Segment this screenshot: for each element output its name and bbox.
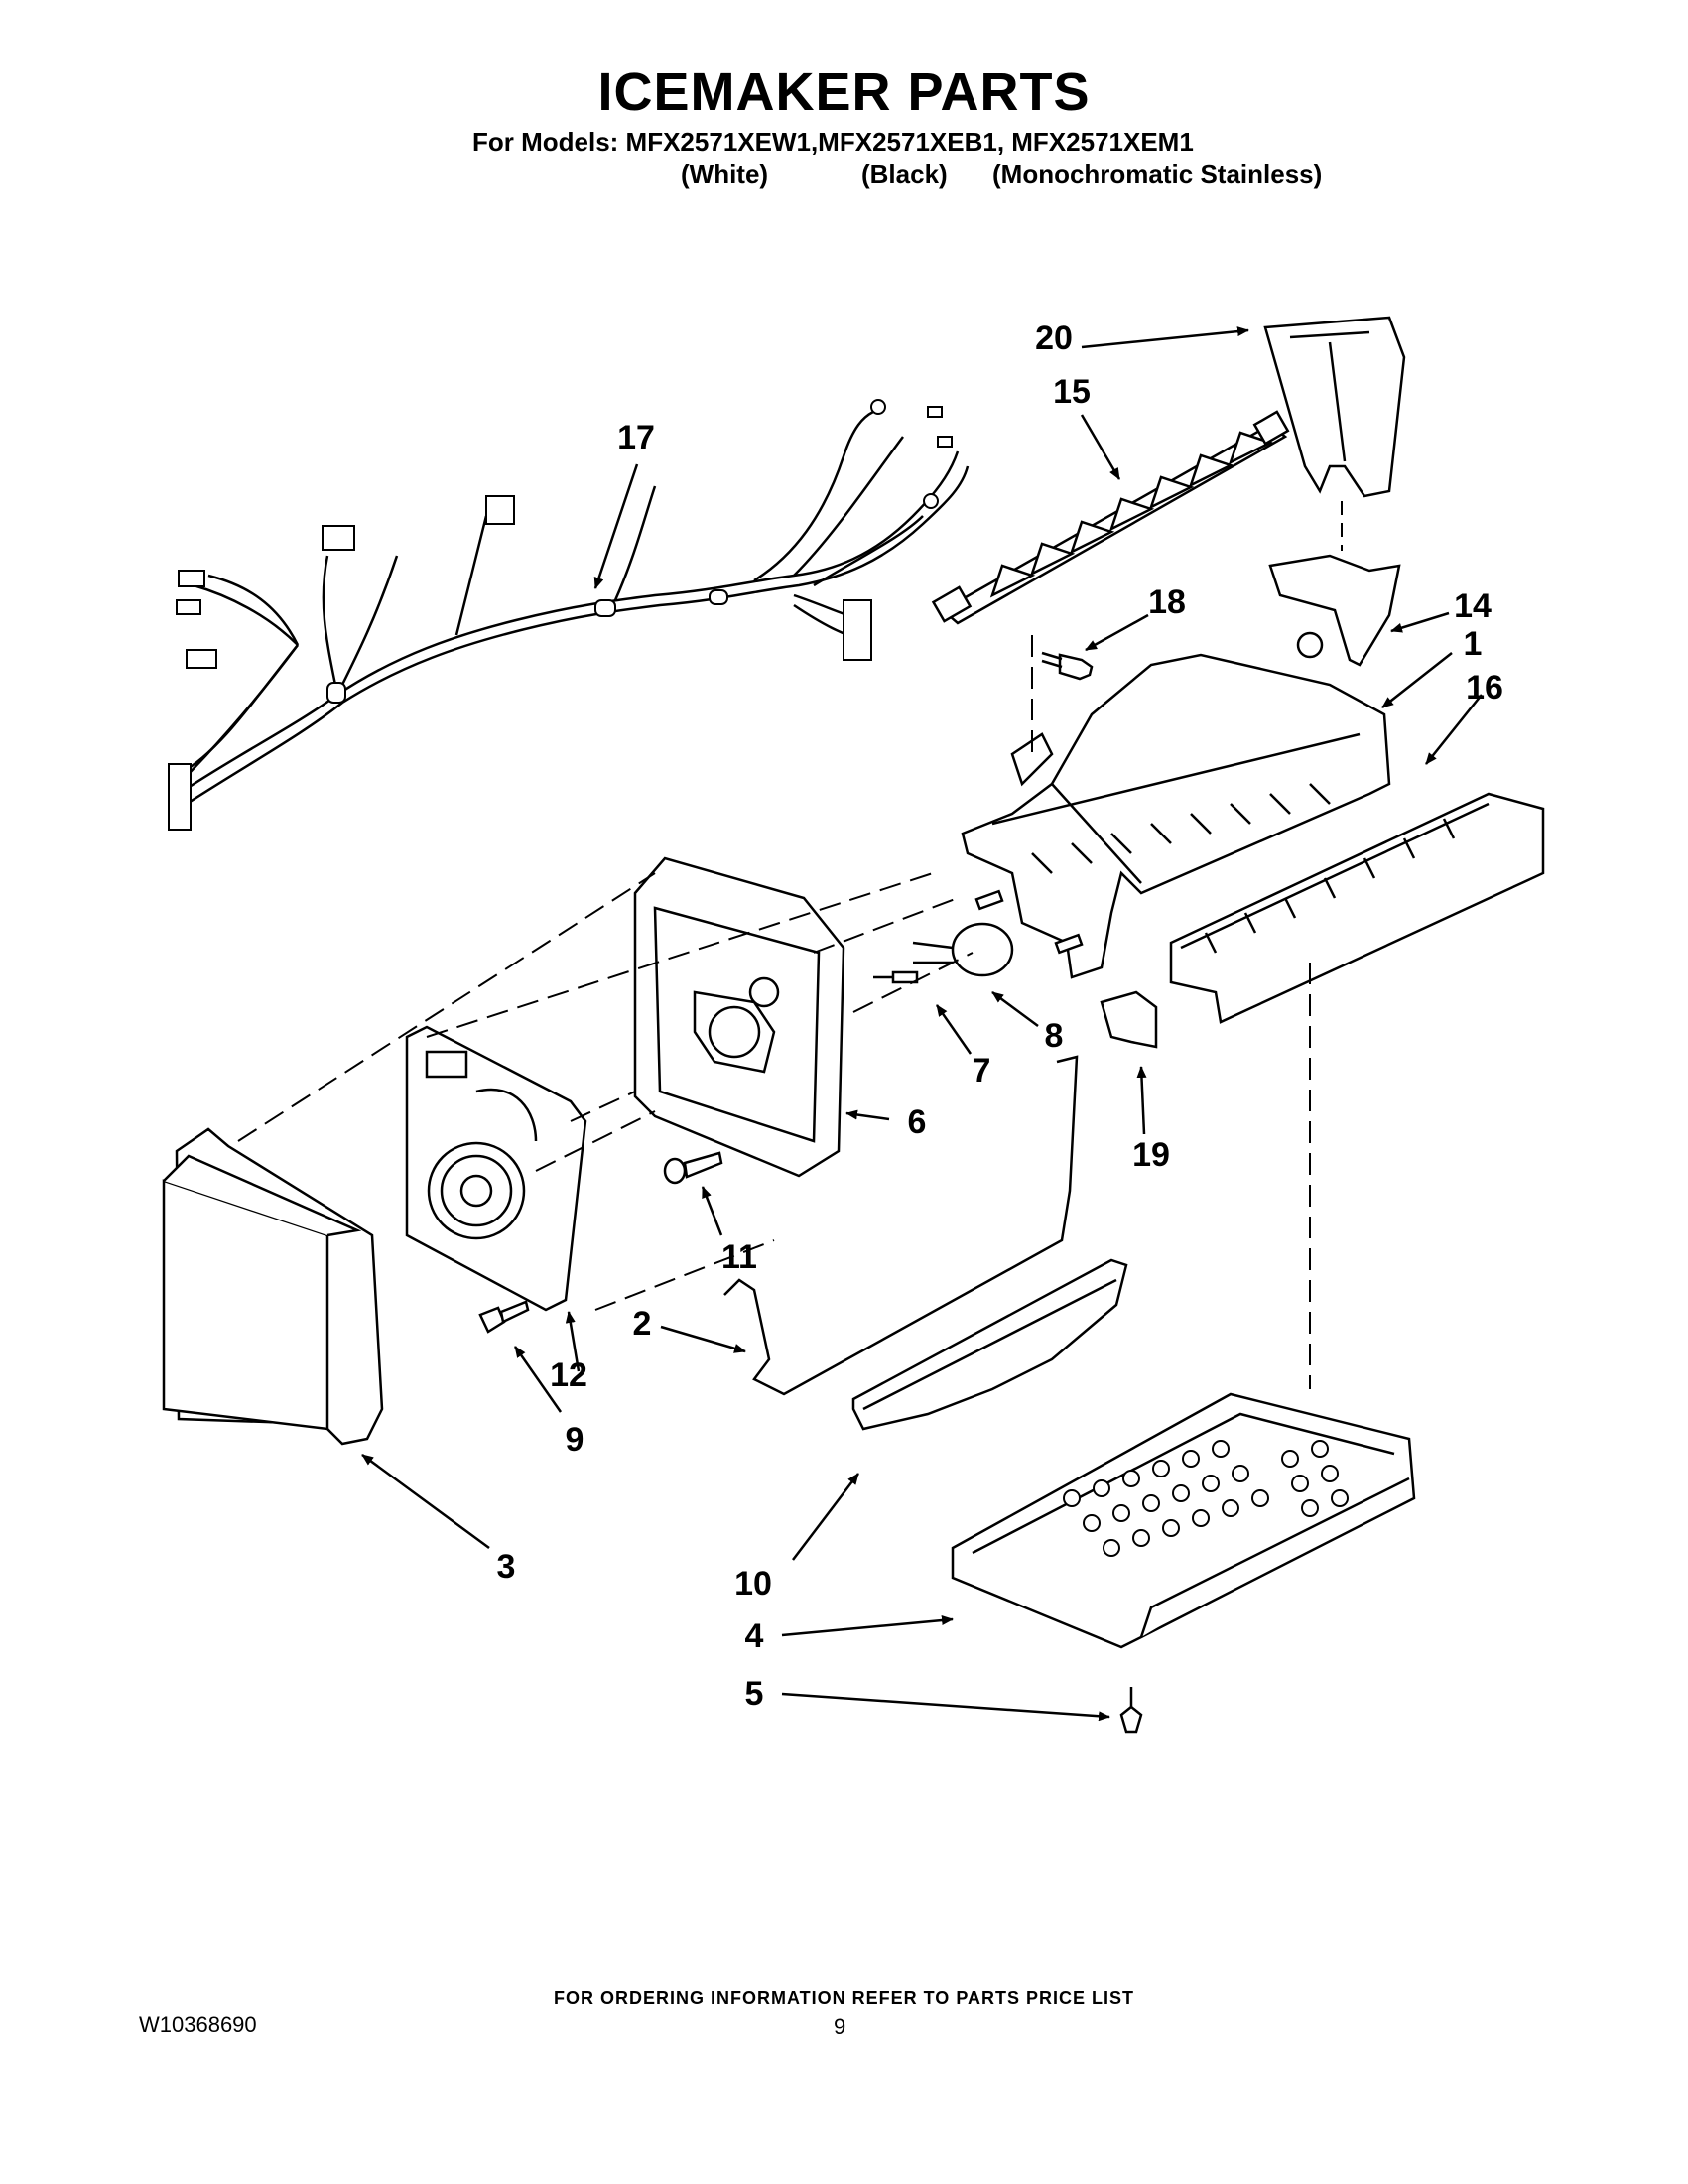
clip	[1100, 990, 1158, 1049]
document-number: W10368690	[139, 2012, 257, 2037]
callout-12: 3	[497, 1548, 516, 1586]
heater-pins	[873, 889, 1084, 984]
callout-7: 7	[973, 1052, 991, 1090]
callout-labels: 20 15 17 18 14 1 16 8 7 6 19 11 2 12 9 3…	[497, 320, 1503, 1713]
bearing	[1268, 554, 1401, 667]
callout-16: 5	[745, 1675, 764, 1713]
screw-9	[478, 1300, 530, 1334]
callout-6: 6	[908, 1103, 927, 1141]
models-line: For Models: MFX2571XEW1,MFX2571XEB1, MFX…	[472, 127, 1194, 157]
shutoff-arm	[723, 1055, 1079, 1396]
callout-19: 19	[1132, 1136, 1170, 1174]
assembly-guide-lines	[237, 635, 1311, 1389]
callout-arrows	[361, 326, 1483, 1722]
callout-3: 14	[1454, 587, 1492, 625]
variant-white: (White)	[681, 159, 769, 189]
ice-mold	[961, 653, 1391, 979]
callout-10: 10	[734, 1565, 772, 1603]
page-title: ICEMAKER PARTS	[597, 63, 1091, 122]
callout-8: 8	[1045, 1017, 1064, 1055]
callout-20: 20	[1035, 320, 1073, 357]
fill-cup	[1263, 316, 1406, 498]
ice-tray	[951, 1392, 1416, 1649]
housing	[633, 856, 845, 1178]
thermostat	[912, 922, 1014, 977]
variant-monochromatic: (Monochromatic Stainless)	[992, 159, 1323, 189]
bail	[851, 1258, 1128, 1431]
page-number: 9	[834, 2014, 846, 2039]
callout-2: 2	[633, 1305, 652, 1343]
harness-connectors	[168, 399, 953, 831]
tray-pockets	[1063, 1440, 1349, 1557]
ejector-shaft	[931, 410, 1290, 625]
callout-9: 9	[566, 1421, 584, 1459]
variant-black: (Black)	[861, 159, 948, 189]
screw-16	[1119, 1687, 1143, 1734]
callout-17: 12	[550, 1356, 587, 1394]
callout-5: 16	[1466, 669, 1503, 707]
callout-18: 18	[1148, 583, 1186, 621]
callout-1: 1	[1464, 625, 1483, 663]
callout-14: 4	[745, 1617, 764, 1655]
callout-11: 11	[721, 1238, 757, 1276]
mold-cover	[1169, 792, 1545, 1024]
screw-11	[663, 1151, 723, 1185]
motor-module	[405, 1025, 587, 1312]
ordering-note: FOR ORDERING INFORMATION REFER TO PARTS …	[553, 1989, 1134, 2008]
front-cover	[162, 1127, 384, 1446]
screw-18	[1041, 651, 1094, 681]
callout-4: 15	[1053, 373, 1091, 411]
callout-15: 17	[617, 419, 655, 456]
